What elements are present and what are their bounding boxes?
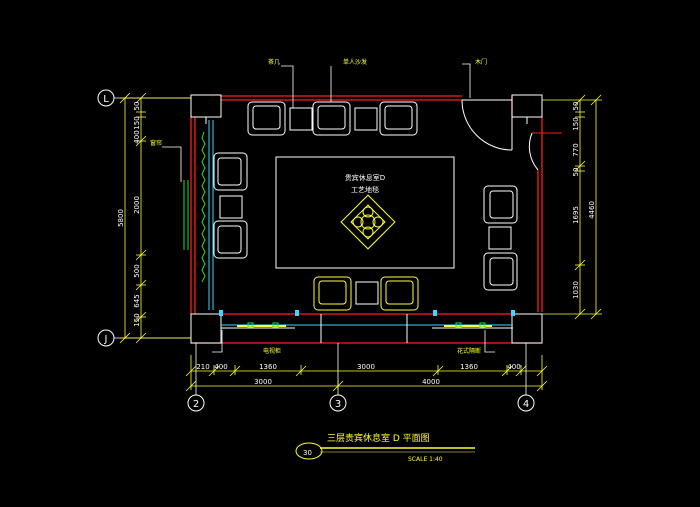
svg-text:2000: 2000 [133, 196, 141, 214]
door [461, 99, 562, 171]
title-block: 30 三层贵宾休息室 D 平面图 SCALE 1:40 [295, 432, 475, 463]
armchair [312, 101, 351, 136]
armchair [380, 276, 419, 311]
svg-text:400: 400 [507, 363, 520, 371]
right-dimension-lines [542, 94, 602, 320]
svg-text:150: 150 [133, 116, 141, 129]
callout-tea-table: 茶几 [268, 58, 280, 66]
carpet-medallion [340, 194, 396, 250]
svg-text:500: 500 [133, 264, 141, 277]
left-dimension-values: 50 150 400 2000 500 645 150 5800 [117, 102, 141, 327]
armchair [213, 220, 248, 259]
side-table [488, 226, 512, 250]
armchair [379, 101, 418, 136]
svg-text:150: 150 [572, 117, 580, 130]
grid-label-2: 2 [193, 399, 199, 410]
svg-text:5800: 5800 [117, 209, 125, 227]
svg-text:50: 50 [572, 168, 580, 177]
svg-text:1360: 1360 [460, 363, 478, 371]
callout-partition: 花式隔断 [457, 347, 481, 355]
room-labels: 贵宾休息室D 工艺地毯 [345, 173, 385, 194]
armchair [213, 152, 248, 191]
carpet-name: 工艺地毯 [351, 185, 379, 194]
grid-bubble-L [97, 89, 115, 107]
grid-bubble-J [97, 329, 115, 347]
svg-text:150: 150 [133, 313, 141, 326]
furniture [213, 101, 518, 311]
carpet [275, 156, 455, 269]
bottom-dimension-values: 210 400 1360 3000 1360 400 3000 4000 [196, 363, 520, 386]
callout-leaders [162, 63, 495, 353]
walls [190, 95, 543, 344]
svg-text:50: 50 [133, 102, 141, 111]
callout-curtain: 窗帘 [150, 139, 162, 147]
bottom-dimension-lines [185, 355, 548, 392]
svg-text:50: 50 [572, 102, 580, 111]
svg-text:210: 210 [196, 363, 209, 371]
bottom-cabinets [219, 310, 515, 343]
grid-bubble-2 [187, 394, 205, 412]
grid-label-3: 3 [335, 399, 341, 410]
drawing-title: 三层贵宾休息室 D 平面图 [327, 432, 430, 444]
side-table [219, 195, 243, 219]
room-name: 贵宾休息室D [345, 173, 385, 182]
callout-tv-cabinet: 电视柜 [263, 347, 281, 355]
grid-bubble-4 [517, 394, 535, 412]
side-table [354, 107, 378, 131]
structural-columns [190, 94, 543, 344]
svg-text:3000: 3000 [357, 363, 375, 371]
armchair [483, 185, 518, 224]
grid-label-4: 4 [523, 399, 529, 410]
svg-text:1030: 1030 [572, 281, 580, 299]
callout-labels: 茶几 单人沙发 木门 窗帘 电视柜 花式隔断 [150, 58, 487, 355]
side-table [289, 107, 313, 131]
side-table [355, 281, 379, 305]
svg-text:1360: 1360 [259, 363, 277, 371]
drawing-scale: SCALE 1:40 [408, 456, 443, 463]
svg-text:400: 400 [214, 363, 227, 371]
armchair [247, 101, 286, 136]
left-dimension-lines [119, 92, 191, 344]
grid-label-L: L [103, 94, 109, 105]
armchair [313, 276, 352, 311]
svg-text:3000: 3000 [254, 378, 272, 386]
svg-text:4460: 4460 [588, 201, 596, 219]
drawing-number: 30 [303, 449, 312, 457]
svg-text:645: 645 [133, 294, 141, 307]
svg-text:400: 400 [133, 130, 141, 143]
curtain [183, 120, 214, 310]
svg-text:770: 770 [572, 143, 580, 156]
callout-sofa: 单人沙发 [343, 58, 367, 66]
grid-label-J: J [104, 334, 108, 345]
armchair [483, 252, 518, 291]
svg-text:4000: 4000 [422, 378, 440, 386]
callout-door: 木门 [475, 58, 487, 66]
grid-labels: L J 2 3 4 [103, 94, 529, 410]
grid-bubble-3 [329, 394, 347, 412]
right-dimension-values: 50 150 770 50 1695 1030 4460 [572, 102, 596, 299]
grid-bubbles [97, 89, 535, 412]
svg-text:1695: 1695 [572, 206, 580, 224]
